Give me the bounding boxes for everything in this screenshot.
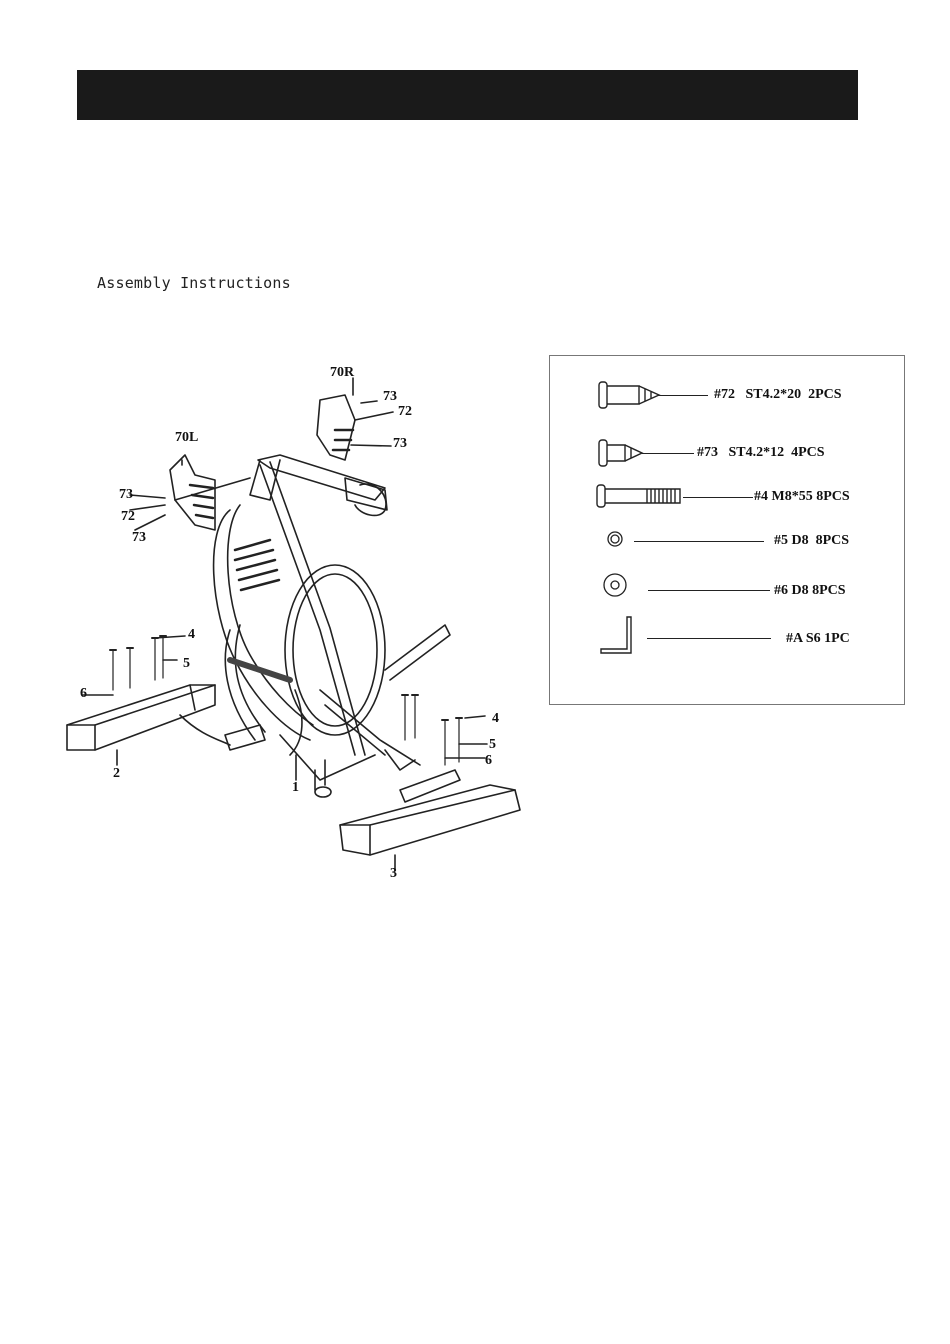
spring-washer-icon xyxy=(606,530,624,548)
callout-73-a: 73 xyxy=(383,389,397,405)
foot-peg xyxy=(385,625,450,680)
header-bar xyxy=(77,70,858,120)
callout-73-c: 73 xyxy=(119,487,133,503)
leader-4 xyxy=(683,497,753,498)
callout-3: 3 xyxy=(390,866,397,882)
part-72-label: #72 ST4.2*20 2PCS xyxy=(714,387,842,403)
callout-5-left: 5 xyxy=(183,656,190,672)
leader-6 xyxy=(648,590,770,591)
callout-73-b: 73 xyxy=(393,436,407,452)
callout-72-b: 72 xyxy=(121,509,135,525)
main-frame xyxy=(260,462,365,755)
part-a-label: #A S6 1PC xyxy=(786,631,850,647)
flat-washer-icon xyxy=(602,572,628,598)
callout-5-right: 5 xyxy=(489,737,496,753)
callout-6-left: 6 xyxy=(80,686,87,702)
callout-2: 2 xyxy=(113,766,120,782)
callout-72-a: 72 xyxy=(398,404,412,420)
leader-72 xyxy=(658,395,708,396)
hardware-parts-box: #72 ST4.2*20 2PCS #73 ST4.2*12 4PCS #4 M… xyxy=(549,355,905,705)
leader-5 xyxy=(634,541,764,542)
callout-70l: 70L xyxy=(175,430,198,446)
assembly-diagram xyxy=(55,360,535,900)
part-73-label: #73 ST4.2*12 4PCS xyxy=(697,445,825,461)
leader-a xyxy=(647,638,771,639)
bolt-icon xyxy=(595,483,685,509)
allen-key-icon xyxy=(599,615,635,655)
front-stabilizer xyxy=(340,785,520,855)
part-4-label: #4 M8*55 8PCS xyxy=(754,489,850,505)
self-tapping-screw-long-icon xyxy=(597,380,667,410)
callout-70r: 70R xyxy=(330,365,354,381)
self-tapping-screw-short-icon xyxy=(597,438,647,468)
callout-73-d: 73 xyxy=(132,530,146,546)
bolts-left xyxy=(110,636,166,690)
cover-right xyxy=(317,395,355,460)
callout-1: 1 xyxy=(292,780,299,796)
callout-4-left: 4 xyxy=(188,627,195,643)
callout-6-right: 6 xyxy=(485,753,492,769)
part-6-label: #6 D8 8PCS xyxy=(774,583,846,599)
section-title: Assembly Instructions xyxy=(97,274,291,292)
leader-73 xyxy=(642,453,694,454)
cover-left xyxy=(170,455,215,530)
part-5-label: #5 D8 8PCS xyxy=(774,533,849,549)
handlebar-post xyxy=(258,455,385,500)
callout-4-right: 4 xyxy=(492,711,499,727)
bolts-right xyxy=(402,695,462,765)
